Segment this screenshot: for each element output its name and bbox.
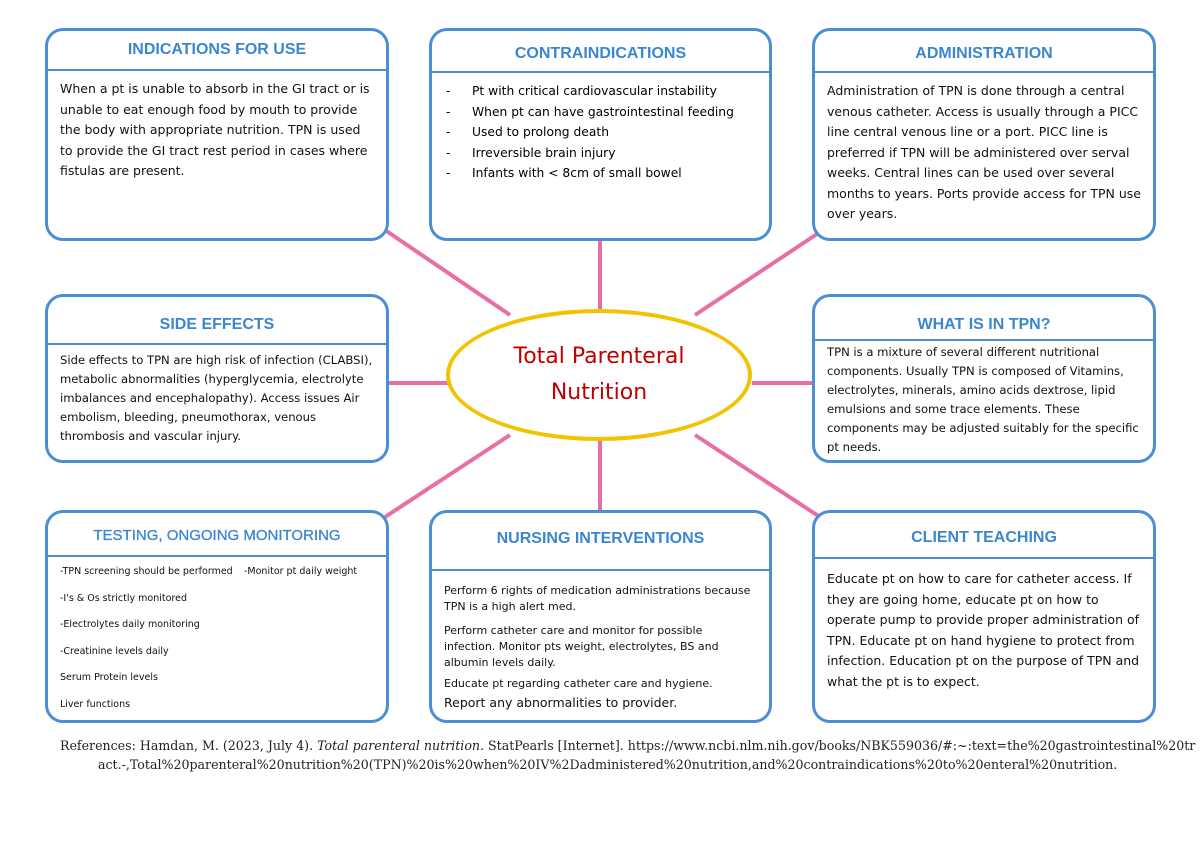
nursing-box: NURSING INTERVENTIONS Perform 6 rights o… <box>429 510 772 723</box>
administration-text: Administration of TPN is done through a … <box>827 83 1141 221</box>
administration-title: ADMINISTRATION <box>815 31 1153 73</box>
administration-box: ADMINISTRATION Administration of TPN is … <box>812 28 1156 241</box>
connector-indications <box>383 228 512 317</box>
reference-prefix: References: Hamdan, M. (2023, July 4). <box>60 738 318 753</box>
client-teaching-text: Educate pt on how to care for catheter a… <box>827 571 1140 689</box>
what-is-in-box: WHAT IS IN TPN? TPN is a mixture of seve… <box>812 294 1156 463</box>
side-effects-text: Side effects to TPN are high risk of inf… <box>60 353 373 443</box>
connector-administration <box>693 230 822 317</box>
center-title: Total Parenteral Nutrition <box>513 344 685 405</box>
reference-url[interactable]: . StatPearls [Internet]. https://www.ncb… <box>98 738 1196 772</box>
testing-item: Serum Protein levels <box>60 672 158 684</box>
testing-item-weight: -Monitor pt daily weight <box>244 566 358 577</box>
client-teaching-title: CLIENT TEACHING <box>815 513 1153 559</box>
testing-item: Liver functions <box>60 698 131 710</box>
testing-item: -Electrolytes daily monitoring <box>60 619 200 631</box>
nursing-title: NURSING INTERVENTIONS <box>432 513 769 571</box>
nursing-text-3: Educate pt regarding catheter care and h… <box>444 677 713 690</box>
reference-title: Total parenteral nutrition <box>317 738 481 753</box>
center-topic: Total Parenteral Nutrition <box>446 309 752 441</box>
testing-item: -TPN screening should be performed <box>60 566 233 577</box>
references: References: Hamdan, M. (2023, July 4). T… <box>60 736 1198 774</box>
side-effects-title: SIDE EFFECTS <box>48 297 386 345</box>
indications-text: When a pt is unable to absorb in the GI … <box>60 81 370 178</box>
contraindications-box: CONTRAINDICATIONS Pt with critical cardi… <box>429 28 772 241</box>
contraindication-item: Used to prolong death <box>446 122 769 143</box>
what-is-in-text: TPN is a mixture of several different nu… <box>827 345 1139 454</box>
testing-item: -Creatinine levels daily <box>60 645 169 657</box>
contraindication-item: Infants with < 8cm of small bowel <box>446 163 769 184</box>
client-teaching-box: CLIENT TEACHING Educate pt on how to car… <box>812 510 1156 723</box>
connector-testing <box>383 433 512 519</box>
testing-item: -I's & Os strictly monitored <box>60 592 187 604</box>
nursing-text-1: Perform 6 rights of medication administr… <box>444 584 751 613</box>
connector-client-teaching <box>693 433 822 519</box>
indications-title: INDICATIONS FOR USE <box>48 31 386 71</box>
testing-title: TESTING, ONGOING MONITORING <box>48 513 386 557</box>
contraindication-item: Pt with critical cardiovascular instabil… <box>446 81 769 102</box>
nursing-text-4: Report any abnormalities to provider. <box>444 695 678 710</box>
testing-box: TESTING, ONGOING MONITORING -TPN screeni… <box>45 510 389 723</box>
nursing-text-2: Perform catheter care and monitor for po… <box>444 624 719 669</box>
contraindication-item: Irreversible brain injury <box>446 143 769 164</box>
contraindications-title: CONTRAINDICATIONS <box>432 31 769 73</box>
side-effects-box: SIDE EFFECTS Side effects to TPN are hig… <box>45 294 389 463</box>
what-is-in-title: WHAT IS IN TPN? <box>815 297 1153 341</box>
contraindication-item: When pt can have gastrointestinal feedin… <box>446 102 769 123</box>
indications-box: INDICATIONS FOR USE When a pt is unable … <box>45 28 389 241</box>
